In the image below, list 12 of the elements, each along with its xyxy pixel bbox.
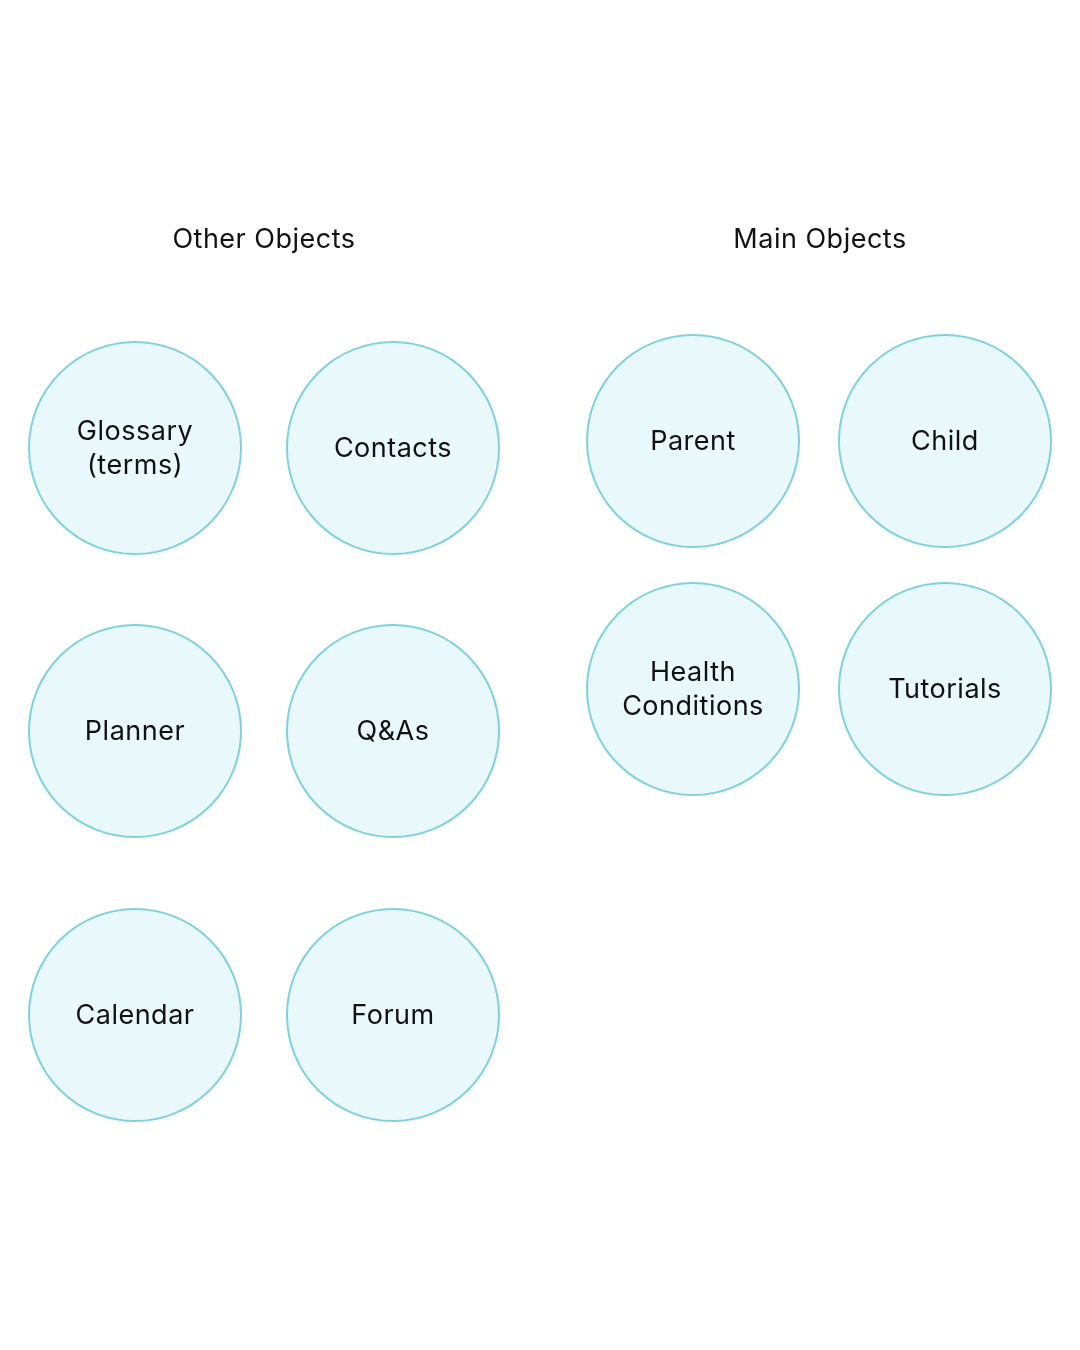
object-name: Q&As [356,714,430,748]
object-name: Health Conditions [621,655,765,723]
object-name: Planner [84,714,186,748]
object-name: Tutorials [888,672,1002,706]
object-name: Child [911,424,979,458]
object-name: Parent [650,424,736,458]
object-name: Glossary (terms) [75,414,195,482]
object-name: Calendar [75,998,195,1032]
object-name: Contacts [333,431,453,465]
object-name: Forum [351,998,435,1032]
group-heading: Other Objects [172,222,356,255]
group-heading: Main Objects [733,222,907,255]
